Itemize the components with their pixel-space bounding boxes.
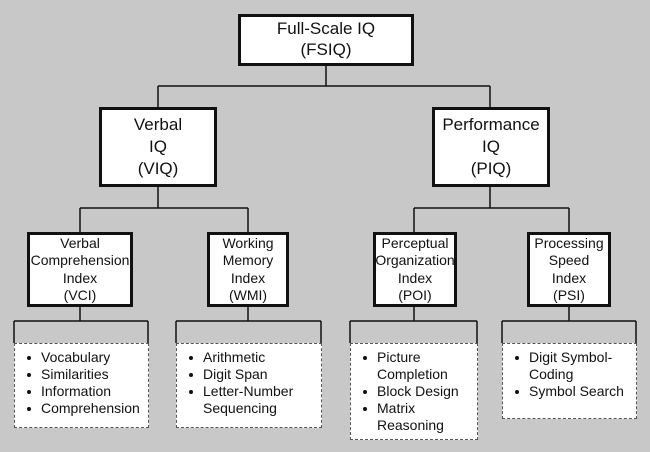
viq-label-line-2: IQ xyxy=(149,137,167,157)
viq-label-line-1: Verbal xyxy=(133,115,183,135)
list-item: Matrix Reasoning xyxy=(359,400,471,434)
subtest-comprehension: Comprehension xyxy=(41,400,140,416)
poi-subtest-list: Picture Completion Block Design Matrix R… xyxy=(350,343,478,440)
poi-abbreviation: (POI) xyxy=(398,286,432,303)
wmi-label-line-3: Index xyxy=(230,269,266,286)
list-item: Digit Span xyxy=(185,366,315,383)
piq-node: Performance IQ (PIQ) xyxy=(432,107,550,187)
subtest-digit-symbol-line-2: Coding xyxy=(529,366,574,382)
wmi-label-line-1: Working xyxy=(222,235,274,252)
subtest-matrix-reasoning-line-1: Matrix xyxy=(377,400,416,416)
subtest-letter-number-line-1: Letter-Number xyxy=(203,383,294,399)
subtest-similarities: Similarities xyxy=(41,366,109,382)
piq-label-line-1: Performance xyxy=(442,115,540,135)
list-item: Similarities xyxy=(23,366,142,383)
list-item: Arithmetic xyxy=(185,349,315,366)
list-item: Symbol Search xyxy=(511,383,630,400)
list-item: Letter-Number Sequencing xyxy=(185,383,315,417)
piq-label-line-2: IQ xyxy=(482,137,500,157)
poi-label-line-2: Organization xyxy=(375,252,455,269)
subtest-arithmetic: Arithmetic xyxy=(203,349,266,365)
subtest-vocabulary: Vocabulary xyxy=(41,349,111,365)
subtest-information: Information xyxy=(41,383,112,399)
list-item: Digit Symbol- Coding xyxy=(511,349,630,383)
subtest-letter-number-line-2: Sequencing xyxy=(203,400,277,416)
viq-node: Verbal IQ (VIQ) xyxy=(99,107,217,187)
wmi-subtest-list: Arithmetic Digit Span Letter-Number Sequ… xyxy=(176,343,322,428)
list-item: Comprehension xyxy=(23,400,142,417)
wmi-abbreviation: (WMI) xyxy=(228,286,268,303)
subtest-matrix-reasoning-line-2: Reasoning xyxy=(377,417,444,433)
psi-node: Processing Speed Index (PSI) xyxy=(527,232,611,307)
wmi-node: Working Memory Index (WMI) xyxy=(207,232,289,307)
poi-label-line-1: Perceptual xyxy=(381,235,449,252)
vci-label-line-1: Verbal xyxy=(60,235,100,252)
list-item: Vocabulary xyxy=(23,349,142,366)
subtest-symbol-search: Symbol Search xyxy=(529,383,624,399)
list-item: Picture Completion xyxy=(359,349,471,383)
subtest-digit-span: Digit Span xyxy=(203,366,268,382)
vci-label-line-3: Index xyxy=(62,269,98,286)
poi-node: Perceptual Organization Index (POI) xyxy=(373,232,457,307)
vci-abbreviation: (VCI) xyxy=(63,286,97,303)
psi-label-line-1: Processing xyxy=(534,235,604,252)
psi-abbreviation: (PSI) xyxy=(553,286,585,303)
fsiq-node: Full-Scale IQ (FSIQ) xyxy=(238,14,414,66)
wmi-label-line-2: Memory xyxy=(222,252,274,269)
piq-abbreviation: (PIQ) xyxy=(470,158,512,178)
fsiq-abbreviation: (FSIQ) xyxy=(300,40,352,59)
psi-label-line-3: Index xyxy=(551,269,587,286)
psi-label-line-2: Speed xyxy=(548,252,590,269)
psi-subtest-list: Digit Symbol- Coding Symbol Search xyxy=(502,343,637,419)
subtest-picture-completion-line-2: Completion xyxy=(377,366,448,382)
subtest-digit-symbol-line-1: Digit Symbol- xyxy=(529,349,613,365)
subtest-block-design: Block Design xyxy=(377,383,459,399)
vci-node: Verbal Comprehension Index (VCI) xyxy=(27,232,133,307)
vci-label-line-2: Comprehension xyxy=(30,252,130,269)
viq-abbreviation: (VIQ) xyxy=(137,158,179,178)
list-item: Information xyxy=(23,383,142,400)
list-item: Block Design xyxy=(359,383,471,400)
vci-subtest-list: Vocabulary Similarities Information Comp… xyxy=(14,343,149,428)
fsiq-label: Full-Scale IQ xyxy=(276,19,376,39)
poi-label-line-3: Index xyxy=(397,269,433,286)
subtest-picture-completion-line-1: Picture xyxy=(377,349,421,365)
